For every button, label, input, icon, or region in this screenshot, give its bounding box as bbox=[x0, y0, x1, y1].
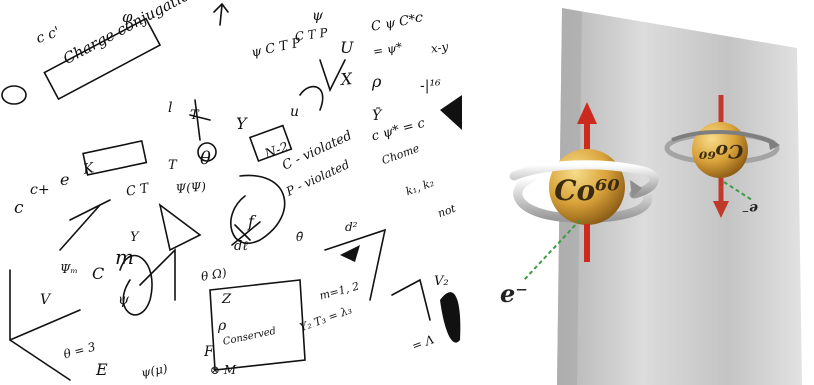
parity-illustration-panel: Co⁶⁰ e⁻ Co⁶⁰ e⁻ bbox=[462, 0, 814, 385]
nucleus-label: Co⁶⁰ bbox=[554, 174, 620, 207]
electron-label-mirrored: e⁻ bbox=[742, 200, 758, 216]
electron-label: e⁻ bbox=[500, 279, 528, 308]
nucleus-label-mirrored: Co⁶⁰ bbox=[698, 140, 743, 162]
parity-scene: Co⁶⁰ e⁻ Co⁶⁰ e⁻ bbox=[462, 0, 814, 385]
notes-sketch-lines bbox=[0, 0, 462, 385]
